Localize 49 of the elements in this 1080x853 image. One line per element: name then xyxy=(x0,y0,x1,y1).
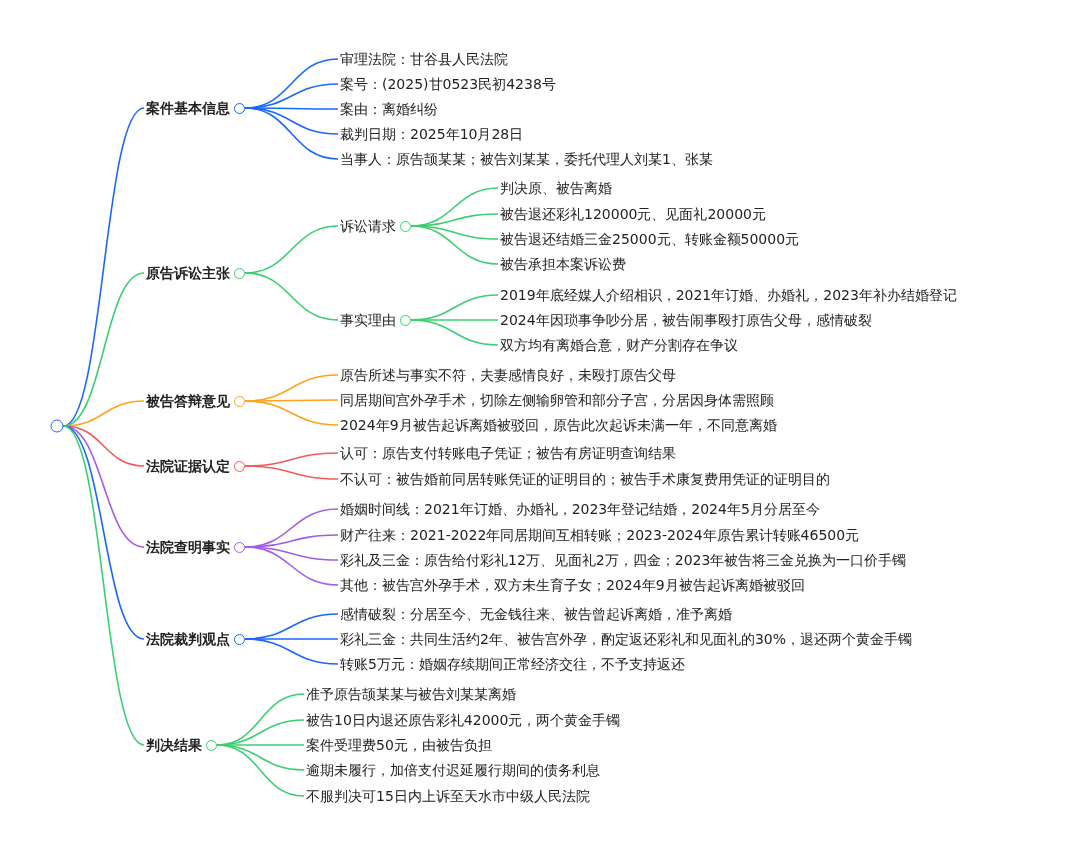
topic-text: 婚姻时间线：2021年订婚、办婚礼，2023年登记结婚，2024年5月分居至今 xyxy=(340,500,820,518)
topic-text: 2024年因琐事争吵分居，被告闹事殴打原告父母，感情破裂 xyxy=(500,311,872,329)
topic-text: 判决原、被告离婚 xyxy=(500,179,612,197)
connector-curve xyxy=(244,400,339,426)
connector-curve xyxy=(244,546,339,586)
branch-title: 被告答辩意见 xyxy=(146,392,230,410)
connector-curve xyxy=(244,107,339,160)
connector-curve xyxy=(244,272,339,321)
topic-text: 不认可：被告婚前同居转账凭证的证明目的；被告手术康复费用凭证的证明目的 xyxy=(340,470,830,488)
topic-text: 不服判决可15日内上诉至天水市中级人民法院 xyxy=(306,787,590,805)
branch-title: 判决结果 xyxy=(146,736,202,754)
branch-title: 法院裁判观点 xyxy=(146,630,230,648)
topic-text: 当事人：原告颉某某；被告刘某某，委托代理人刘某1、张某 xyxy=(340,150,713,168)
topic-text: 事实理由 xyxy=(340,311,396,329)
topic-text: 案件受理费50元，由被告负担 xyxy=(306,736,492,754)
connector-curve xyxy=(410,319,499,346)
topic-text: 2019年底经媒人介绍相识，2021年订婚、办婚礼，2023年补办结婚登记 xyxy=(500,286,957,304)
connector-curve xyxy=(244,465,339,480)
branch-title: 法院查明事实 xyxy=(146,538,230,556)
connector-curve xyxy=(244,638,339,665)
topic-text: 财产往来：2021-2022年同居期间互相转账；2023-2024年原告累计转账46500元 xyxy=(340,526,860,544)
topic-text: 案号：(2025)甘0523民初4238号 xyxy=(340,75,556,93)
connector-curve xyxy=(410,225,499,265)
topic-text: 诉讼请求 xyxy=(340,217,396,235)
topic-text: 准予原告颉某某与被告刘某某离婚 xyxy=(306,685,516,703)
connector-curve xyxy=(62,425,145,640)
topic-text: 被告承担本案诉讼费 xyxy=(500,255,626,273)
topic-text: 感情破裂：分居至今、无金钱往来、被告曾起诉离婚，准予离婚 xyxy=(340,605,732,623)
topic-text: 被告退还彩礼120000元、见面礼20000元 xyxy=(500,205,766,223)
topic-text: 2024年9月被告起诉离婚被驳回，原告此次起诉未满一年，不同意离婚 xyxy=(340,416,777,434)
topic-text: 逾期未履行，加倍支付迟延履行期间的债务利息 xyxy=(306,761,600,779)
topic-text: 裁判日期：2025年10月28日 xyxy=(340,125,524,143)
topic-text: 案由：离婚纠纷 xyxy=(340,100,438,118)
topic-text: 彩礼三金：共同生活约2年、被告宫外孕，酌定返还彩礼和见面礼的30%，退还两个黄金手镯 xyxy=(340,630,913,648)
topic-text: 被告10日内退还原告彩礼42000元，两个黄金手镯 xyxy=(306,711,621,729)
topic-text: 同居期间宫外孕手术，切除左侧输卵管和部分子宫，分居因身体需照顾 xyxy=(340,391,774,409)
branch-title: 原告诉讼主张 xyxy=(146,264,230,282)
topic-text: 被告退还结婚三金25000元、转账金额50000元 xyxy=(500,230,800,248)
connector-curve xyxy=(62,425,145,746)
topic-text: 彩礼及三金：原告给付彩礼12万、见面礼2万，四金；2023年被告将三金兑换为一口价手镯 xyxy=(340,551,907,569)
branch-title: 案件基本信息 xyxy=(146,99,230,117)
branch-title: 法院证据认定 xyxy=(146,457,230,475)
topic-text: 转账5万元：婚姻存续期间正常经济交往，不予支持返还 xyxy=(340,655,685,673)
topic-text: 审理法院：甘谷县人民法院 xyxy=(340,50,508,68)
topic-text: 认可：原告支付转账电子凭证；被告有房证明查询结果 xyxy=(340,444,676,462)
root-circle xyxy=(50,419,64,433)
topic-text: 原告所述与事实不符，夫妻感情良好，未殴打原告父母 xyxy=(340,366,676,384)
topic-text: 其他：被告宫外孕手术，双方未生育子女；2024年9月被告起诉离婚被驳回 xyxy=(340,576,805,594)
topic-text: 双方均有离婚合意，财产分割存在争议 xyxy=(500,336,738,354)
